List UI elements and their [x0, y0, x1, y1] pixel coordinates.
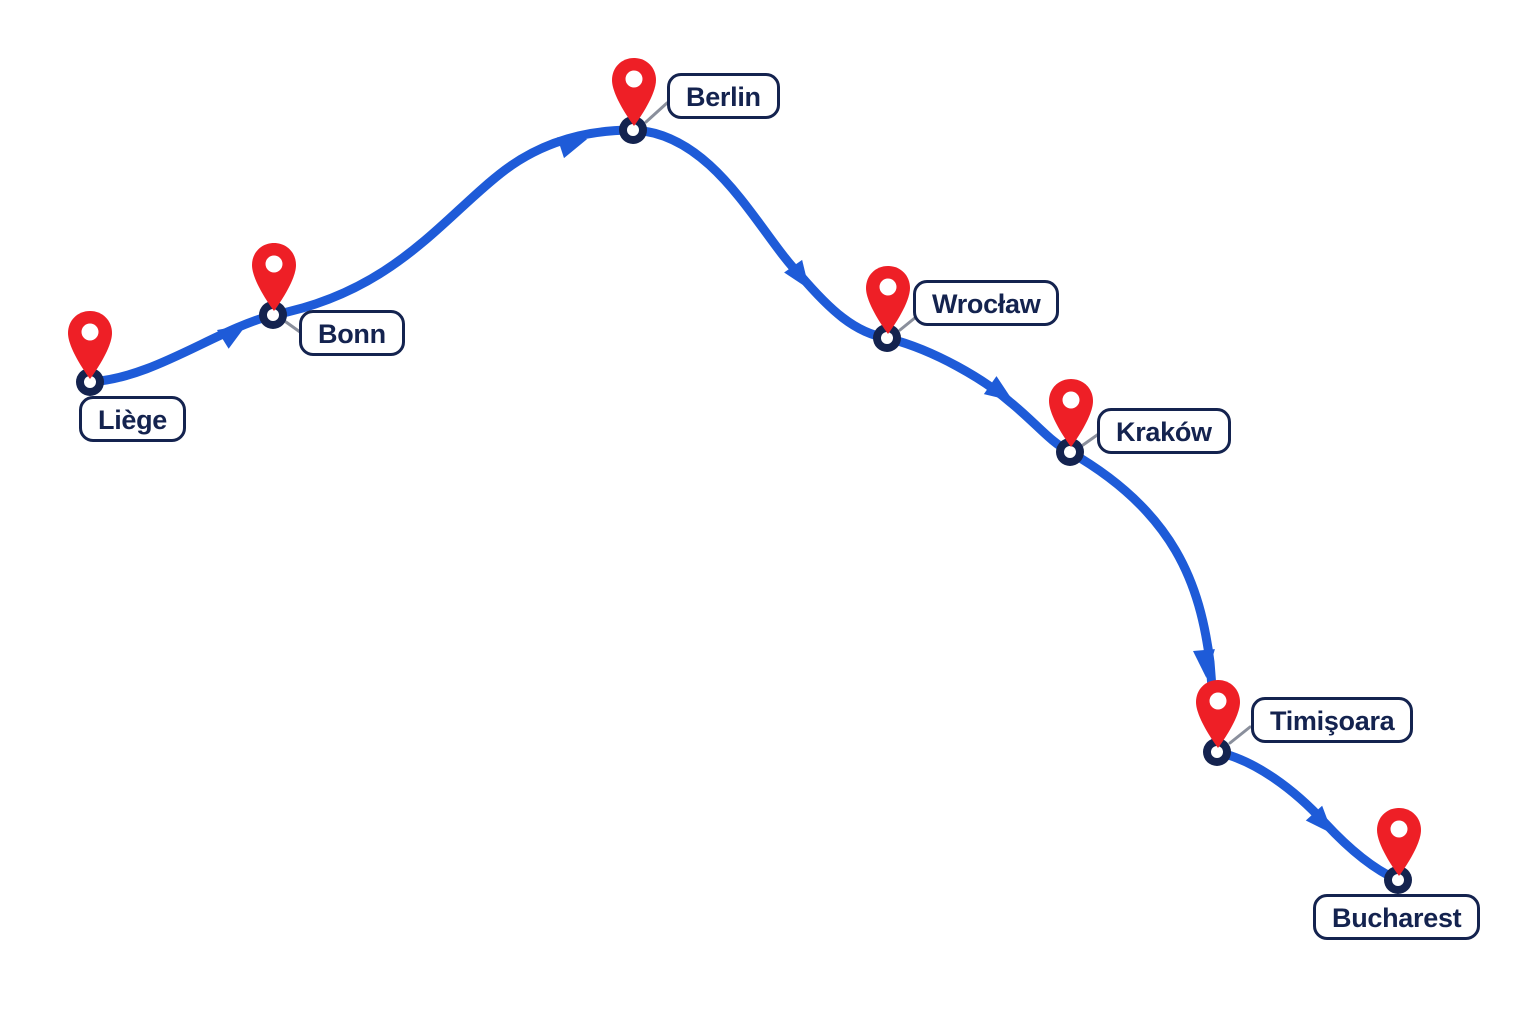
route-nodes — [76, 116, 1412, 894]
route-node-icon — [1203, 738, 1231, 766]
arrow-icon — [216, 324, 247, 349]
city-label-berlin: Berlin — [667, 73, 780, 119]
city-label-liege: Liège — [79, 396, 187, 442]
city-label-bucharest: Bucharest — [1313, 894, 1481, 940]
route-segment-timisoara-bucharest — [1212, 747, 1403, 885]
map-pin-icon — [1377, 808, 1421, 876]
city-label-wroclaw: Wrocław — [913, 280, 1060, 326]
route-node-icon — [76, 368, 104, 396]
city-label-timisoara: Timişoara — [1251, 697, 1414, 743]
route-node-icon — [259, 301, 287, 329]
route-node-icon — [1056, 438, 1084, 466]
map-pin-icon — [68, 311, 112, 379]
city-label-bonn: Bonn — [299, 310, 405, 356]
route-node-icon — [1384, 866, 1412, 894]
arrow-icon — [983, 376, 1014, 402]
map-pin-icon — [1049, 379, 1093, 447]
route-segment-bonn-berlin — [268, 125, 638, 320]
arrow-icon — [1192, 649, 1215, 678]
route-node-icon — [619, 116, 647, 144]
leader-line — [1228, 725, 1252, 745]
leader-line — [644, 101, 669, 124]
direction-arrows — [216, 137, 1333, 834]
leader-line — [898, 315, 918, 332]
city-label-krakow: Kraków — [1097, 408, 1231, 454]
route-segment-krakow-timisoara — [1065, 447, 1222, 757]
route-node-icon — [873, 324, 901, 352]
arrow-icon — [1305, 805, 1333, 834]
route-path — [85, 125, 1403, 885]
map-pin-icon — [866, 266, 910, 334]
arrow-icon — [557, 137, 588, 159]
route-segment-berlin-wroclaw — [628, 125, 892, 343]
map-pin-icon — [612, 58, 656, 126]
leader-line — [284, 320, 302, 334]
arrow-icon — [784, 259, 810, 290]
route-segment-liege-bonn — [85, 310, 278, 387]
map-pin-icon — [252, 243, 296, 311]
route-segment-wroclaw-krakow — [882, 333, 1075, 457]
map-pin-icon — [1196, 680, 1240, 748]
